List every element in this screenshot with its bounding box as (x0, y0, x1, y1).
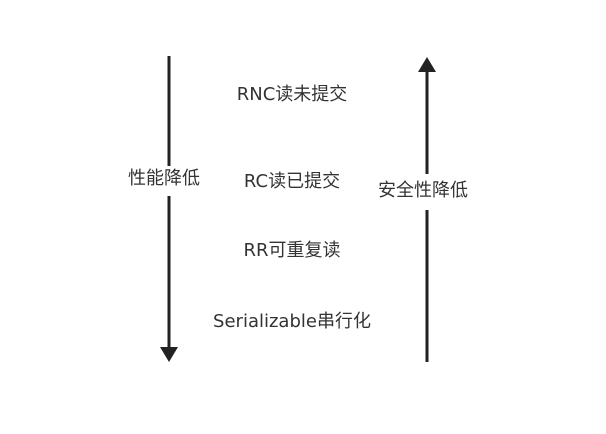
right-arrow (418, 57, 436, 362)
level-rc-label: RC读已提交 (243, 171, 341, 192)
left-arrow-head (160, 347, 178, 362)
level-serializable-label: Serializable串行化 (213, 311, 371, 332)
performance-decrease-label: 性能降低 (128, 168, 200, 189)
safety-decrease-label: 安全性降低 (378, 180, 468, 201)
level-rr-label: RR可重复读 (243, 240, 341, 261)
left-arrow (160, 56, 178, 362)
right-arrow-head (418, 57, 436, 72)
level-rnc-label: RNC读未提交 (236, 84, 348, 105)
